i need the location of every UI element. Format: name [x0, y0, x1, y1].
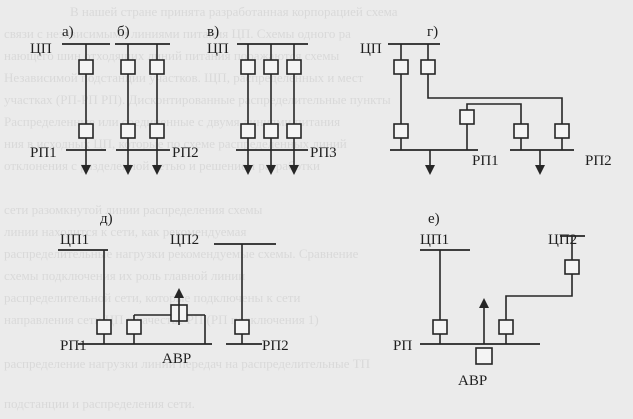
- switch-box: [554, 123, 570, 139]
- bg-line: сети разомкнутой линии распределения схе…: [4, 202, 263, 217]
- diagram-b-rp-label: РП2: [172, 145, 199, 161]
- diagram-g-rp2-label: РП2: [585, 153, 612, 169]
- bg-line: схемы подключения их роль главной линии: [4, 268, 245, 283]
- switch-box: [393, 59, 409, 75]
- switch-box: [420, 59, 436, 75]
- diagram-d-rp1-label: РП1: [60, 338, 87, 354]
- diagram-e-avr-label: АВР: [458, 373, 487, 389]
- diagram-d-rp2-label: РП2: [262, 338, 289, 354]
- diagram-d-avr-label: АВР: [162, 351, 191, 367]
- switch-box: [498, 319, 514, 335]
- link-line: [466, 103, 522, 124]
- diagram-a: а) ЦП РП1: [30, 24, 110, 175]
- bg-line: распределительные нагрузки рекомендуемые…: [4, 246, 359, 261]
- diagram-b: б) РП2: [115, 24, 199, 175]
- diagram-g-rp1-label: РП1: [472, 153, 499, 169]
- diagram-a-tp-label: ЦП: [30, 41, 52, 57]
- bg-line: В нашей стране принята разработанная кор…: [70, 4, 398, 19]
- load-arrow: [289, 165, 299, 175]
- load-arrow: [81, 165, 91, 175]
- switch-box: [149, 59, 165, 75]
- bg-line: линии находится к сети, как рекомендуема…: [4, 224, 246, 239]
- switch-box: [240, 123, 256, 139]
- diagram-d-tp1-label: ЦП1: [60, 232, 89, 248]
- diagram-d-tp2-label: ЦП2: [170, 232, 199, 248]
- avr-arrow: [174, 288, 184, 298]
- switch-box: [78, 123, 94, 139]
- switch-box: [286, 123, 302, 139]
- switch-box: [126, 319, 142, 335]
- bg-line: отклонения с разделенной сетью и решение…: [4, 158, 320, 173]
- switch-box: [459, 109, 475, 125]
- diagram-d-letter: д): [100, 211, 113, 227]
- diagram-v-letter: в): [207, 24, 219, 40]
- diagram-d: д) ЦП1 ЦП2 РП1 РП2 АВР: [58, 211, 289, 367]
- switch-box: [120, 59, 136, 75]
- switch-box: [234, 319, 250, 335]
- load-arrow: [243, 165, 253, 175]
- diagram-e-rp-label: РП: [393, 338, 412, 354]
- load-arrow: [123, 165, 133, 175]
- bg-line: распределение нагрузки линий передач на …: [4, 356, 370, 371]
- switch-box: [96, 319, 112, 335]
- diagram-v: в) ЦП РП3: [207, 24, 337, 175]
- switch-box: [78, 59, 94, 75]
- switch-box: [393, 123, 409, 139]
- switch-box: [120, 123, 136, 139]
- bg-line: участках (РП-РП РП). Дисконтированные ра…: [4, 92, 391, 107]
- background-page-text: В нашей стране принята разработанная кор…: [4, 4, 398, 411]
- switch-box: [149, 123, 165, 139]
- diagram-e: е) ЦП1 ЦП2 РП АВР: [393, 211, 585, 389]
- feeder-line: [427, 74, 563, 124]
- bg-line: распределительной сети, которые подключе…: [4, 290, 300, 305]
- bg-line: связи с независимыми линиями питания ЦП.…: [4, 26, 351, 41]
- switch-box: [286, 59, 302, 75]
- diagram-v-tp-label: ЦП: [207, 41, 229, 57]
- diagram-b-letter: б): [117, 24, 130, 40]
- bg-line: подстанции и распределения сети.: [4, 396, 195, 411]
- avr-switch: [475, 347, 493, 365]
- diagram-e-letter: е): [428, 211, 440, 227]
- switch-box: [240, 59, 256, 75]
- load-arrow: [425, 165, 435, 175]
- bg-line: ния в исходных ЦП, которые по схеме расп…: [4, 136, 347, 151]
- load-arrow: [266, 165, 276, 175]
- load-arrow: [152, 165, 162, 175]
- diagram-a-rp-label: РП1: [30, 145, 57, 161]
- switch-box: [432, 319, 448, 335]
- diagram-g-tp-label: ЦП: [360, 41, 382, 57]
- diagram-g: г) ЦП РП1 РП2: [360, 24, 612, 175]
- diagram-v-rp-label: РП3: [310, 145, 337, 161]
- switch-box: [513, 123, 529, 139]
- feeder-line: [505, 274, 573, 320]
- switch-box: [263, 59, 279, 75]
- bg-line: Независимой подстанции участков. ЩП, рас…: [4, 70, 364, 85]
- avr-arrow: [479, 298, 489, 308]
- switch-box: [263, 123, 279, 139]
- diagram-g-letter: г): [427, 24, 438, 40]
- switch-box: [564, 259, 580, 275]
- load-arrow: [535, 165, 545, 175]
- diagram-e-tp1-label: ЦП1: [420, 232, 449, 248]
- diagram-a-letter: а): [62, 24, 74, 40]
